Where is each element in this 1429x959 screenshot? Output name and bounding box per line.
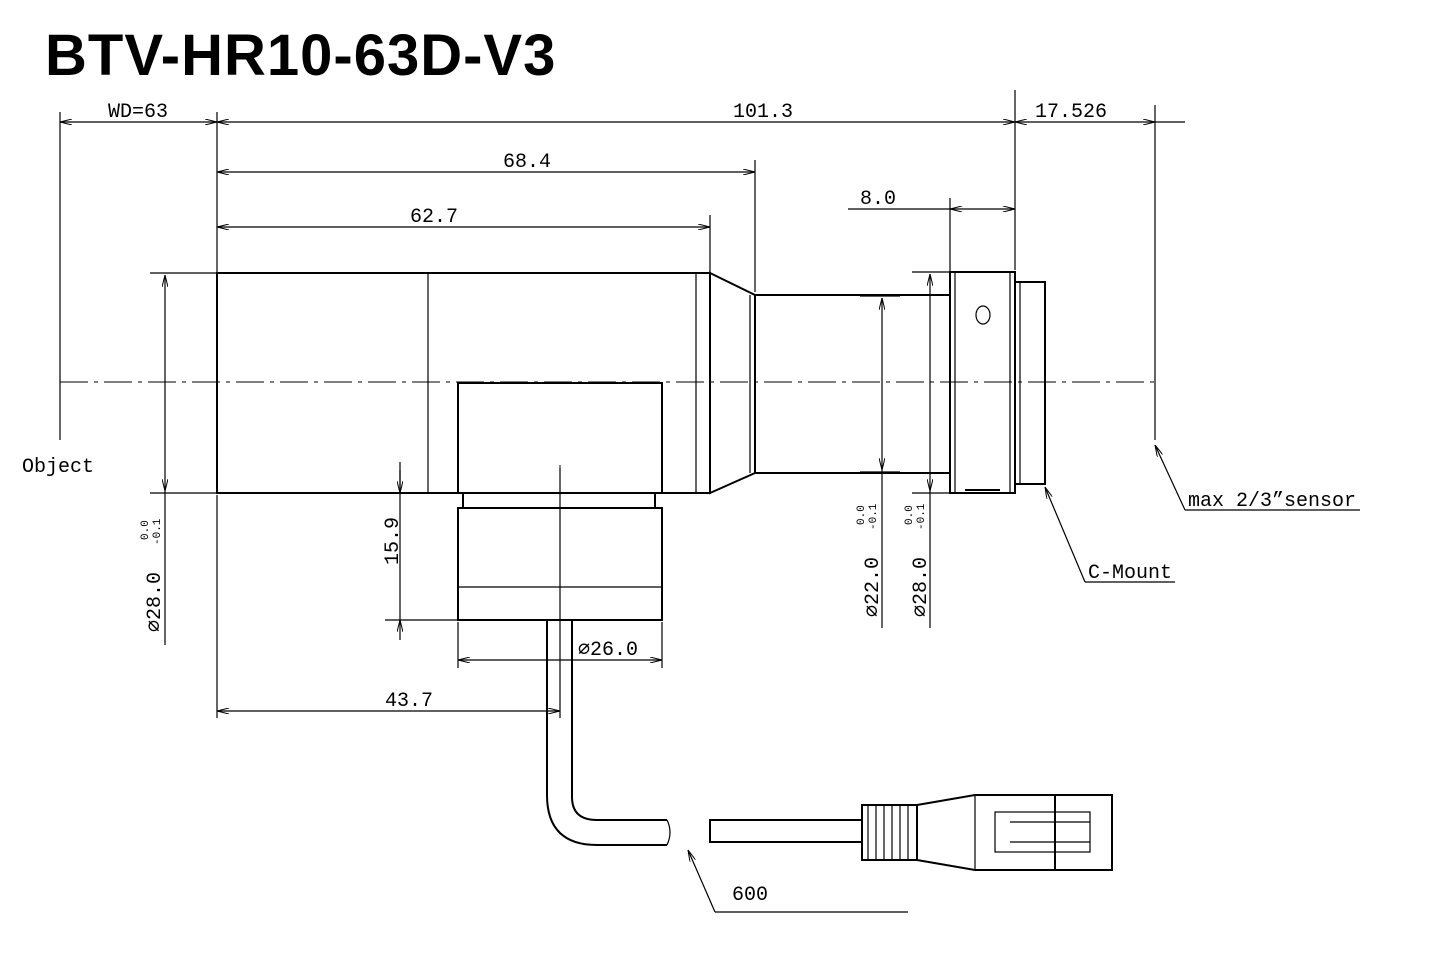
tube-tol-lower: -0.1 [868, 503, 880, 530]
tube-tol-upper: 0.0 [856, 505, 868, 525]
side-port-ring [462, 492, 656, 509]
ring-tol-lower: -0.1 [916, 503, 928, 530]
dimension-lines [60, 122, 1185, 711]
side-height-dimension: 15.9 [382, 517, 405, 565]
connector-shell [916, 794, 1056, 871]
wd-dimension: WD=63 [108, 101, 168, 124]
ring-tol-upper: 0.0 [904, 505, 916, 525]
side-offset-dimension: 43.7 [385, 690, 433, 713]
body-length-dimension: 68.4 [503, 151, 551, 174]
strain-relief [861, 804, 918, 861]
rear-tube [754, 294, 951, 474]
c-mount-thread [1014, 281, 1046, 485]
set-screw-hole [975, 305, 991, 325]
mount-width-dimension: 8.0 [860, 188, 896, 211]
front-diameter-dimension: ∅28.0 [144, 572, 167, 632]
cable-segment [709, 819, 863, 843]
object-label: Object [22, 456, 94, 479]
total-length-dimension: 101.3 [733, 101, 793, 124]
side-diameter-dimension: ∅26.0 [578, 639, 638, 662]
extension-lines [59, 90, 1156, 718]
side-port [457, 382, 671, 846]
rear-tube-diameter-dimension: ∅22.0 [862, 557, 885, 617]
rear-ring-diameter-dimension: ∅28.0 [910, 557, 933, 617]
leader-lines [687, 445, 1360, 913]
cable-connector [709, 794, 1113, 871]
flange-focal-dimension: 17.526 [1035, 101, 1107, 124]
side-port-cable [546, 620, 667, 846]
mount-label: C-Mount [1088, 562, 1172, 585]
taper-section [709, 271, 756, 495]
front-tol-upper: 0.0 [140, 520, 152, 540]
front-tol-lower: -0.1 [152, 518, 164, 545]
page-title: BTV-HR10-63D-V3 [45, 23, 556, 88]
sensor-label: max 2/3”sensor [1188, 490, 1356, 513]
connector-plug [1054, 794, 1113, 871]
front-length-dimension: 62.7 [410, 206, 458, 229]
cable-length-label: 600 [732, 884, 768, 907]
